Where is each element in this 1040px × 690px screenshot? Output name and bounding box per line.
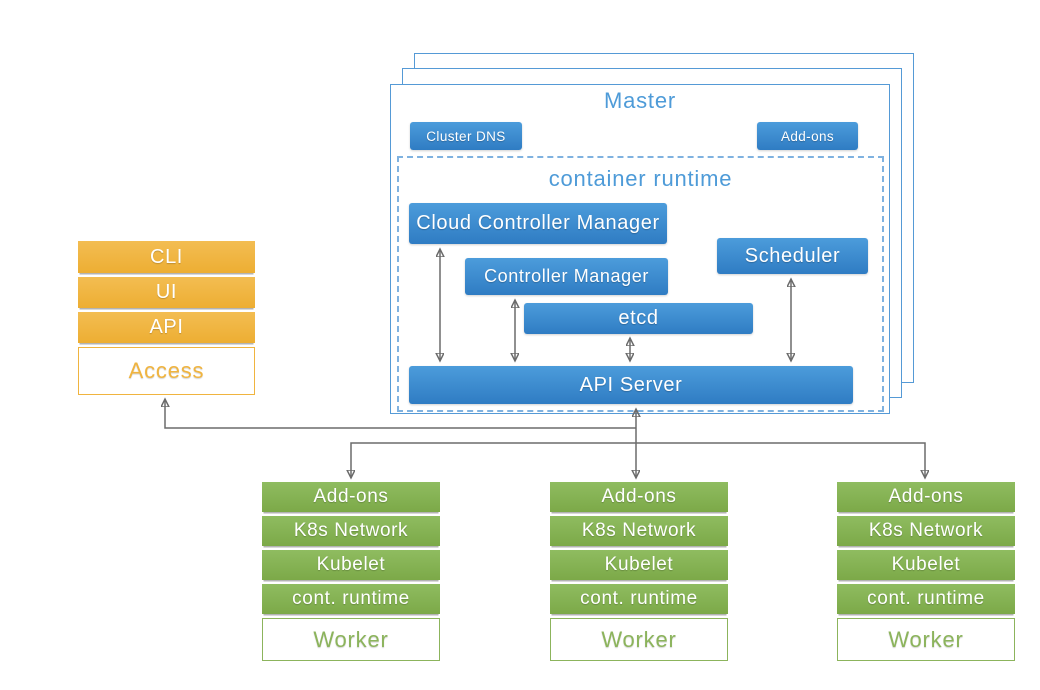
access-label: Access — [78, 347, 255, 395]
worker-row-k8s-network: K8s Network — [550, 516, 728, 546]
worker-label: Worker — [262, 618, 440, 661]
worker-row-addons: Add-ons — [262, 482, 440, 512]
connector-apiserver-worker1-worker3 — [351, 442, 925, 478]
worker-row-kubelet: Kubelet — [550, 550, 728, 580]
api-server-box: API Server — [409, 366, 853, 404]
worker-node-1: Add-ons K8s Network Kubelet cont. runtim… — [262, 482, 440, 661]
worker-row-k8s-network: K8s Network — [262, 516, 440, 546]
worker-node-2: Add-ons K8s Network Kubelet cont. runtim… — [550, 482, 728, 661]
worker-label: Worker — [550, 618, 728, 661]
worker-node-3: Add-ons K8s Network Kubelet cont. runtim… — [837, 482, 1015, 661]
master-title: Master — [603, 88, 677, 113]
cluster-dns-box: Cluster DNS — [410, 122, 522, 150]
worker-row-cont-runtime: cont. runtime — [837, 584, 1015, 614]
worker-label: Worker — [837, 618, 1015, 661]
access-row-ui: UI — [78, 277, 255, 308]
master-addons-box: Add-ons — [757, 122, 858, 150]
worker-row-cont-runtime: cont. runtime — [262, 584, 440, 614]
container-runtime-title: container runtime — [548, 166, 733, 191]
worker-row-addons: Add-ons — [837, 482, 1015, 512]
etcd-box: etcd — [524, 303, 753, 334]
worker-row-addons: Add-ons — [550, 482, 728, 512]
access-stack: CLI UI API Access — [78, 241, 255, 395]
worker-row-kubelet: Kubelet — [262, 550, 440, 580]
worker-row-kubelet: Kubelet — [837, 550, 1015, 580]
access-row-cli: CLI — [78, 241, 255, 273]
controller-manager-box: Controller Manager — [465, 258, 668, 295]
worker-row-k8s-network: K8s Network — [837, 516, 1015, 546]
access-row-api: API — [78, 312, 255, 343]
scheduler-box: Scheduler — [717, 238, 868, 274]
cloud-controller-manager-box: Cloud Controller Manager — [409, 203, 667, 244]
worker-row-cont-runtime: cont. runtime — [550, 584, 728, 614]
